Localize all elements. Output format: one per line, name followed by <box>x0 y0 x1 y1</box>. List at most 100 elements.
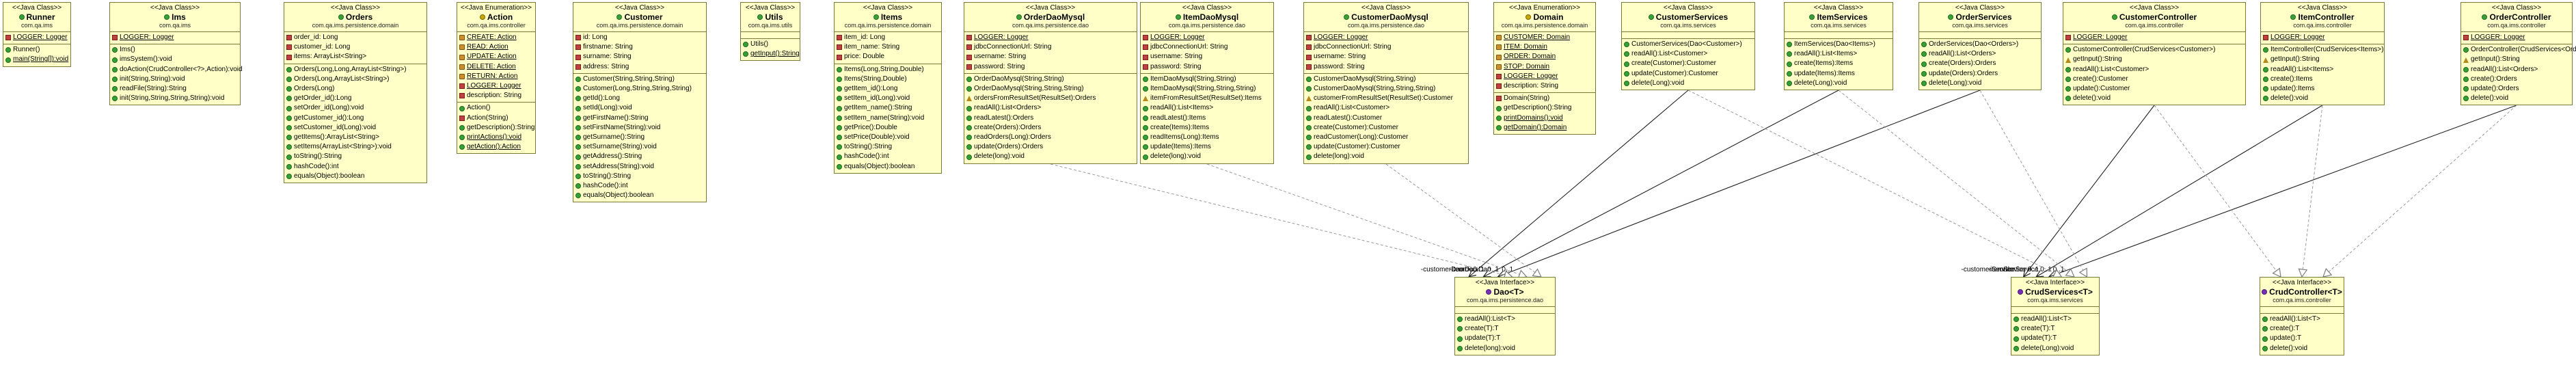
member-text: create():Items <box>2270 75 2313 83</box>
private-member-icon <box>1496 73 1502 79</box>
member-text: imsSystem():void <box>120 55 172 64</box>
member-text: readCustomer(Long):Customer <box>1314 133 1409 142</box>
member-text: getInput():String <box>2073 55 2122 64</box>
class-name: Orders <box>345 12 373 22</box>
operation-row: Items(Long,String,Double) <box>835 65 941 75</box>
operation-row: delete(Long):void <box>2011 344 2099 353</box>
private-member-icon <box>575 44 581 51</box>
public-member-icon <box>2262 317 2268 323</box>
member-text: LOGGER: Logger <box>2471 33 2525 41</box>
package-label: com.qa.ims.services <box>2027 297 2083 304</box>
member-text: customer_id: Long <box>294 43 351 51</box>
operations-section: Runner()main(String[]):void <box>3 44 70 66</box>
operation-row: readAll():List<Customer> <box>2063 65 2245 75</box>
operation-row: customerFromResultSet(ResultSet):Custome… <box>1304 94 1468 103</box>
class-icon <box>873 14 879 20</box>
operation-row: ItemDaoMysql(String,String) <box>1141 75 1273 84</box>
member-text: update(Customer):Customer <box>1631 69 1718 77</box>
public-member-icon <box>2463 86 2469 92</box>
operation-row: printActions():void <box>457 133 535 142</box>
class-icon <box>1016 14 1022 20</box>
class-name-row: Action <box>459 12 534 22</box>
enum-literal-icon <box>1496 44 1502 51</box>
public-member-icon <box>837 115 842 121</box>
member-text: password: String <box>1314 62 1365 70</box>
operation-row: Domain(String) <box>1494 94 1595 103</box>
operation-row: getDescription():String <box>1494 103 1595 113</box>
operations-section: OrderDaoMysql(String,String)OrderDaoMysq… <box>964 74 1137 163</box>
class-name-row: Orders <box>286 12 425 22</box>
member-text: readAll():List<Items> <box>1794 50 1858 58</box>
association-edge <box>1469 90 1689 277</box>
private-member-icon <box>459 83 465 90</box>
constructor-icon <box>112 47 118 53</box>
member-text: ORDER: Domain <box>1504 53 1556 61</box>
class-box-crudservices[interactable]: <<Java Interface>>CrudServices<T>com.qa.… <box>2011 277 2100 355</box>
class-name-row: Runner <box>5 12 69 22</box>
package-label: com.qa.ims.controller <box>2487 22 2546 29</box>
operation-row: getOrder_id():Long <box>284 94 426 103</box>
class-box-dao[interactable]: <<Java Interface>>Dao<T>com.qa.ims.persi… <box>1454 277 1556 355</box>
member-text: update():Orders <box>2471 85 2519 93</box>
member-text: OrderController(CrudServices<Orders>) <box>2471 46 2576 54</box>
operation-row: setOrder_id(Long):void <box>284 103 426 113</box>
class-name-row: CustomerDaoMysql <box>1305 12 1467 22</box>
package-member-icon <box>2065 57 2071 63</box>
public-member-icon <box>837 144 842 150</box>
association-edge <box>2036 105 2323 277</box>
member-text: readAll():List<T> <box>1465 315 1515 323</box>
member-text: delete(Long):void <box>1929 79 1982 87</box>
realization-edge <box>1206 163 1527 277</box>
member-text: readItems(Long):Items <box>1150 133 1219 142</box>
multiplicity-label: 0..1 <box>1487 266 1499 273</box>
public-member-icon <box>966 144 972 150</box>
operation-row: update():Customer <box>2063 84 2245 94</box>
public-member-icon <box>837 86 842 92</box>
operation-row: getDomain():Domain <box>1494 123 1595 133</box>
member-text: Orders(Long,Long,ArrayList<String>) <box>294 65 407 73</box>
private-member-icon <box>2463 35 2469 41</box>
member-text: readAll():List<T> <box>2270 315 2320 323</box>
operation-row: Action(String) <box>457 113 535 123</box>
public-member-icon <box>575 163 581 170</box>
operation-row: Utils() <box>741 40 800 49</box>
operation-row: getItems():ArrayList<String> <box>284 133 426 142</box>
public-member-icon <box>1624 61 1629 67</box>
public-member-icon <box>112 57 118 63</box>
association-edge <box>1483 90 1839 277</box>
class-name: Utils <box>765 12 783 22</box>
member-text: setSurname(String):void <box>583 143 657 151</box>
member-text: equals(Object):boolean <box>294 172 365 180</box>
member-text: LOGGER: Logger <box>2270 33 2325 41</box>
member-text: delete():void <box>2270 94 2309 103</box>
attributes-section: LOGGER: Logger <box>2063 32 2245 45</box>
class-box-crudcontroller[interactable]: <<Java Interface>>CrudController<T>com.q… <box>2260 277 2344 355</box>
member-text: getPrice():Double <box>844 123 897 131</box>
interface-icon <box>2262 289 2268 295</box>
operation-row: getAddress():String <box>573 152 706 161</box>
operation-row: setFirstName(String):void <box>573 123 706 133</box>
public-member-icon <box>837 96 842 102</box>
attributes-section <box>1455 307 1555 314</box>
operation-row: readAll():List<Customer> <box>1304 103 1468 113</box>
